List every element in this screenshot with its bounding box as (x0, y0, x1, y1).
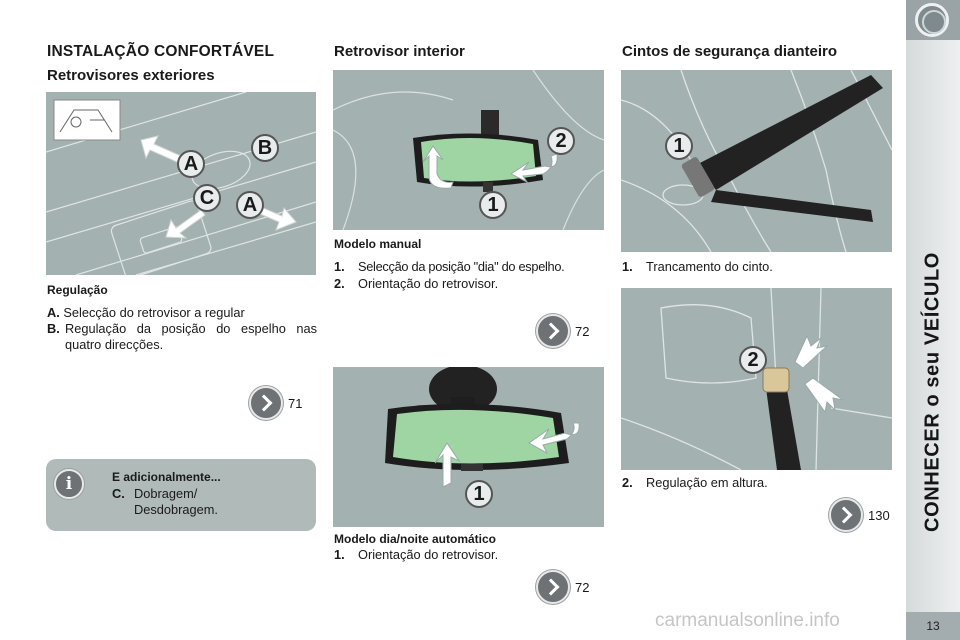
chapter-sidebar: CONHECER o seu VEÍCULO (906, 0, 960, 640)
label-b: B (251, 134, 279, 162)
exterior-mirror-controls-illustration: A B C A (46, 92, 316, 275)
label-1: 1 (465, 480, 493, 508)
label-a-bottom: A (236, 191, 264, 219)
chevron-right-icon (536, 314, 570, 348)
page-reference-72-manual[interactable]: 72 (536, 314, 589, 348)
label-2: 2 (739, 346, 767, 374)
page-title: INSTALAÇÃO CONFORTÁVEL (47, 43, 275, 60)
page-number: 13 (906, 612, 960, 640)
label-a-top: A (177, 150, 205, 178)
info-line-1: Dobragem/ (134, 486, 198, 501)
list-item: 1. Trancamento do cinto. (622, 259, 773, 274)
page-reference-71[interactable]: 71 (249, 386, 302, 420)
regulation-label: Regulação (47, 283, 108, 297)
section-title-exterior-mirrors: Retrovisores exteriores (47, 67, 215, 84)
label-2: 2 (547, 127, 575, 155)
list-item: A. Selecção do retrovisor a regular (47, 305, 245, 320)
info-icon: i (54, 469, 84, 499)
list-item: 1. Selecção da posição "dia" do espelho. (334, 259, 565, 274)
page-reference-72-auto[interactable]: 72 (536, 570, 589, 604)
info-box: i E adicionalmente... C. Dobragem/ Desdo… (46, 459, 316, 531)
list-item: 2. Regulação em altura. (622, 475, 768, 490)
label-1: 1 (479, 191, 507, 219)
chevron-right-icon (536, 570, 570, 604)
info-line-2: Desdobragem. (134, 502, 218, 517)
info-title: E adicionalmente... (112, 470, 221, 484)
chapter-logo-icon (915, 3, 949, 37)
manual-mirror-illustration: 1 2 (333, 70, 604, 230)
seat-belt-lock-illustration: 1 (621, 70, 892, 252)
list-item: B. Regulação da posição do espelho nas q… (47, 321, 317, 352)
label-c: C (193, 184, 221, 212)
section-title-seat-belts: Cintos de segurança dianteiro (622, 43, 838, 60)
chevron-right-icon (829, 498, 863, 532)
chapter-title: CONHECER o seu VEÍCULO (921, 252, 944, 532)
page-reference-130[interactable]: 130 (829, 498, 890, 532)
watermark: carmanualsonline.info (655, 610, 840, 631)
auto-mirror-illustration: 1 (333, 367, 604, 527)
section-title-interior-mirror: Retrovisor interior (334, 43, 465, 60)
seat-belt-height-illustration: 2 (621, 288, 892, 470)
auto-model-label: Modelo dia/noite automático (334, 532, 497, 546)
chevron-right-icon (249, 386, 283, 420)
manual-model-label: Modelo manual (334, 237, 422, 251)
list-item: 1. Orientação do retrovisor. (334, 547, 499, 562)
list-item: 2. Orientação do retrovisor. (334, 276, 499, 291)
label-1: 1 (665, 132, 693, 160)
